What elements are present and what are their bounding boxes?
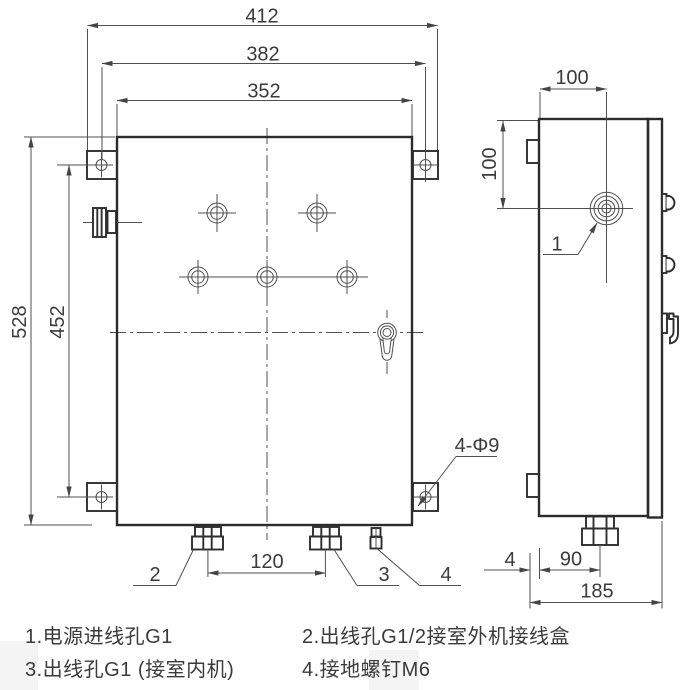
callout-4-label: 4 xyxy=(440,564,451,586)
mount-hole-note: 4-Φ9 xyxy=(455,435,500,457)
cabinet-body-side xyxy=(537,117,650,518)
legend-item-3: 3.出线孔G1 (接室内机) xyxy=(25,658,234,681)
cable-gland-right xyxy=(309,526,342,551)
side-view xyxy=(497,92,679,546)
knockout-hole xyxy=(306,202,328,224)
legend-item-1: 1.电源进线孔G1 xyxy=(25,625,173,648)
gland-nut xyxy=(581,527,619,546)
legend-item-4: 4.接地螺钉M6 xyxy=(302,658,430,681)
knockout-hole-inner xyxy=(210,206,224,220)
dim-label-412: 412 xyxy=(245,6,278,28)
dim-label-100v: 100 xyxy=(479,147,501,180)
mount-tab-side-top xyxy=(526,139,540,164)
mount-tab-bottom-right xyxy=(412,482,439,512)
dim-label-528: 528 xyxy=(9,305,31,338)
door-latch xyxy=(661,312,679,345)
knockout-hole-inner xyxy=(191,270,205,284)
knockout-hole-inner xyxy=(310,206,324,220)
dim-label-352: 352 xyxy=(247,81,280,103)
hinge-base xyxy=(661,193,668,212)
door-flange xyxy=(646,117,664,519)
latch-base xyxy=(661,312,668,334)
leader-line xyxy=(377,548,420,586)
mount-tab-side-bottom xyxy=(526,473,540,498)
hinge-knuckle xyxy=(666,195,676,211)
dim-label-120: 120 xyxy=(250,551,283,573)
inlet-ring xyxy=(589,191,624,226)
front-view xyxy=(83,128,439,551)
bolt-head xyxy=(92,207,107,238)
bolt-washer xyxy=(106,210,117,234)
scan-artifact xyxy=(0,641,38,690)
knockout-holes xyxy=(179,194,368,294)
callout-3-label: 3 xyxy=(378,564,389,586)
ground-screw xyxy=(369,527,383,550)
door-lock-keyhole xyxy=(377,310,397,374)
dim-label-185: 185 xyxy=(580,581,613,603)
cable-gland-side xyxy=(581,515,619,546)
dim-label-90: 90 xyxy=(560,549,582,571)
cable-gland-left xyxy=(191,526,224,551)
latch-hook xyxy=(668,312,679,345)
leader-line xyxy=(577,222,598,255)
scan-artifact xyxy=(369,650,419,690)
dim-label-100h: 100 xyxy=(555,67,588,89)
door-hinge-top xyxy=(661,193,676,212)
keyhole-circle-middle xyxy=(379,325,395,340)
callout-1-label: 1 xyxy=(551,234,562,256)
dim-label-4: 4 xyxy=(504,549,515,571)
knockout-hole xyxy=(256,266,278,288)
leader-line xyxy=(417,456,457,507)
side-view-dimensions: 100 100 1 4 90 185 xyxy=(479,67,663,609)
knockout-hole-inner xyxy=(260,270,274,284)
inlet-ring xyxy=(601,203,612,214)
keyhole-circle-inner xyxy=(382,328,392,337)
hinge-knuckle xyxy=(666,257,676,273)
gland-neck xyxy=(194,526,222,538)
knockout-hole-inner xyxy=(340,270,354,284)
knockout-hole xyxy=(187,266,209,288)
leader-line xyxy=(175,549,194,586)
dim-label-452: 452 xyxy=(47,305,69,338)
inlet-ring xyxy=(593,195,620,222)
gland-nut xyxy=(309,535,342,551)
hinge-base xyxy=(661,255,668,274)
side-bolt xyxy=(83,207,142,238)
knockout-hole xyxy=(336,266,358,288)
front-view-dimensions: 412 382 352 528 452 120 2 3 xyxy=(9,6,500,586)
cabinet-body-front xyxy=(115,135,414,527)
leader-line xyxy=(333,549,358,586)
legend: 1.电源进线孔G1 2.出线孔G1/2接室外机接线盒 3.出线孔G1 (接室内机… xyxy=(0,625,570,690)
dim-label-382: 382 xyxy=(246,44,279,66)
keyhole-slot-inner xyxy=(382,336,392,355)
gland-neck xyxy=(585,515,615,530)
gland-nut xyxy=(191,535,224,551)
power-inlet-hole xyxy=(497,92,633,283)
gland-neck xyxy=(312,526,340,538)
knockout-hole xyxy=(206,202,228,224)
door-hinge-middle xyxy=(661,255,676,274)
inlet-ring xyxy=(597,199,616,218)
legend-item-2: 2.出线孔G1/2接室外机接线盒 xyxy=(302,625,570,648)
callout-2-label: 2 xyxy=(149,564,160,586)
